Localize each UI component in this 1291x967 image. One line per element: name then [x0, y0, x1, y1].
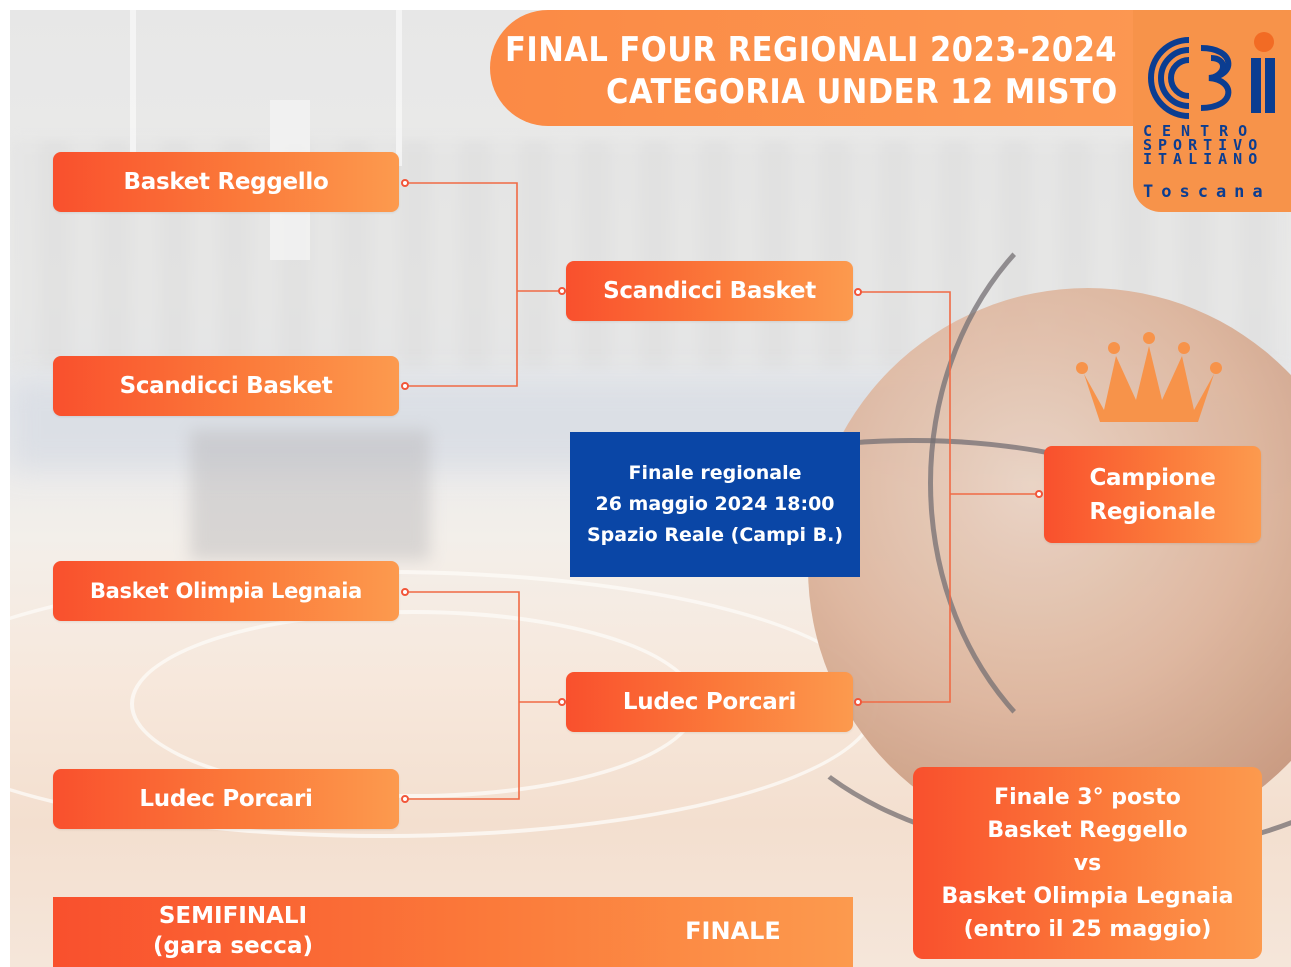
logo-text-sportivo: SPORTIVO — [1143, 136, 1264, 154]
team-name: Scandicci Basket — [603, 278, 816, 304]
team-name: Ludec Porcari — [139, 786, 313, 812]
logo-text-centro: CENTRO — [1143, 122, 1258, 140]
third-place-title: Finale 3° posto — [994, 784, 1181, 810]
semifinali-title: SEMIFINALI — [158, 903, 308, 929]
team-card-semifinal-2-a: Basket Olimpia Legnaia — [53, 561, 399, 621]
third-place-vs: vs — [1073, 850, 1102, 876]
team-card-finalist-2: Ludec Porcari — [566, 672, 853, 732]
champion-card: Campione Regionale — [1044, 446, 1261, 543]
connector-dot — [854, 698, 862, 706]
title-line-1: FINAL FOUR REGIONALI 2023-2024 — [505, 30, 1118, 70]
logo-text-toscana: Toscana — [1143, 182, 1271, 202]
team-card-semifinal-1-a: Basket Reggello — [53, 152, 399, 212]
team-name: Scandicci Basket — [119, 373, 333, 399]
third-place-team-a: Basket Reggello — [987, 817, 1188, 843]
final-info-date: 26 maggio 2024 18:00 — [595, 493, 835, 515]
final-info-box: Finale regionale 26 maggio 2024 18:00 Sp… — [570, 432, 860, 577]
final-info-venue: Spazio Reale (Campi B.) — [586, 524, 844, 546]
third-place-deadline: (entro il 25 maggio) — [963, 916, 1212, 942]
crown-icon — [1076, 332, 1222, 422]
connector-dot — [1035, 490, 1043, 498]
third-place-team-b: Basket Olimpia Legnaia — [941, 883, 1234, 909]
final-info-title: Finale regionale — [628, 462, 802, 484]
connector-dot — [401, 795, 409, 803]
team-name: Basket Reggello — [123, 169, 329, 195]
csi-logo-icon — [1148, 32, 1275, 119]
connector-dot — [558, 287, 566, 295]
connector-dot — [558, 698, 566, 706]
ball-seam — [588, 438, 1238, 708]
team-card-semifinal-1-b: Scandicci Basket — [53, 356, 399, 416]
logo-text-italiano: ITALIANO — [1143, 150, 1264, 168]
connector-dot — [401, 382, 409, 390]
semifinali-subtitle: (gara secca) — [153, 933, 313, 959]
semifinali-label: SEMIFINALI (gara secca) — [53, 901, 413, 961]
finale-label: FINALE — [685, 917, 781, 945]
connector-dot — [401, 588, 409, 596]
third-place-box: Finale 3° posto Basket Reggello vs Baske… — [913, 767, 1262, 959]
team-card-finalist-1: Scandicci Basket — [566, 261, 853, 321]
champion-label-2: Regionale — [1089, 498, 1216, 525]
round-labels-bar: SEMIFINALI (gara secca) FINALE — [53, 897, 853, 967]
frame-left — [0, 0, 10, 967]
connector-dot — [854, 288, 862, 296]
background-post — [190, 430, 430, 560]
connector-dot — [401, 179, 409, 187]
champion-label-1: Campione — [1089, 464, 1216, 491]
team-name: Ludec Porcari — [622, 689, 797, 715]
csi-logo: CENTRO SPORTIVO ITALIANO Toscana — [1133, 10, 1291, 212]
team-card-semifinal-2-b: Ludec Porcari — [53, 769, 399, 829]
title-line-2: CATEGORIA UNDER 12 MISTO — [606, 72, 1118, 112]
team-name: Basket Olimpia Legnaia — [89, 579, 363, 603]
frame-top — [0, 0, 1291, 10]
